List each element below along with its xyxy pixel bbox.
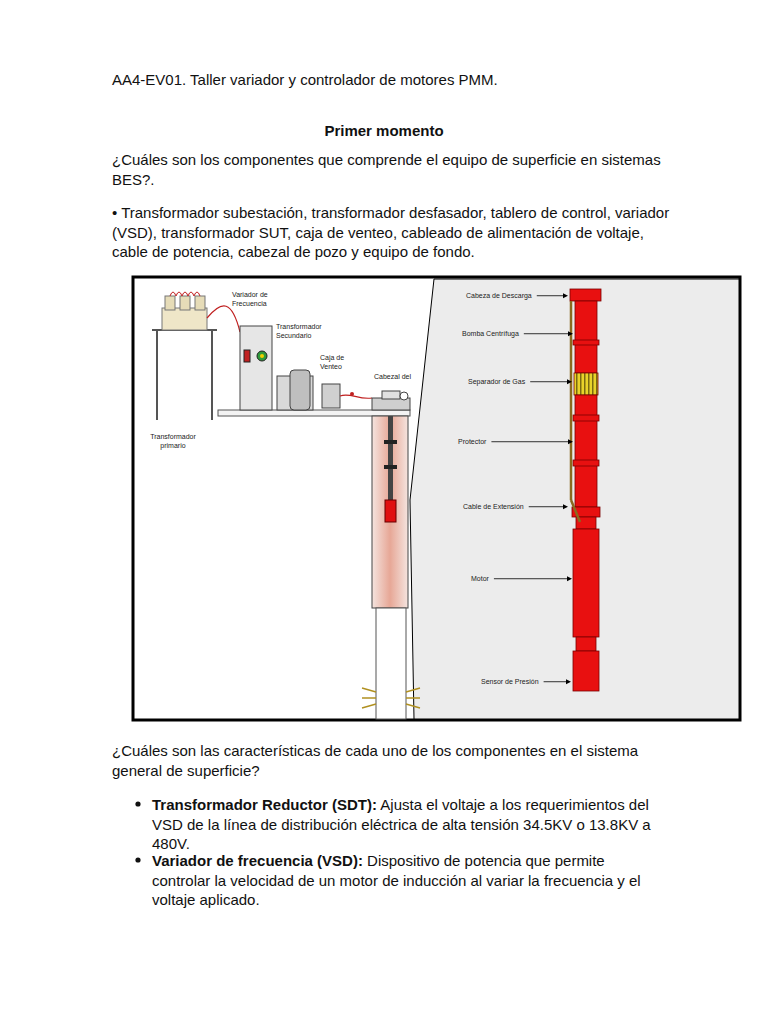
zoom-panel	[410, 279, 739, 719]
arrow-head	[567, 576, 572, 581]
part-label: Sensor de Presión	[481, 677, 539, 686]
leader-line	[524, 333, 569, 334]
vsd-cabinet	[240, 326, 272, 410]
arrow-head	[568, 439, 573, 444]
part-label: Bomba Centrífuga	[462, 329, 519, 338]
part-label: Caja de Venteo	[320, 353, 360, 372]
primary-transformer	[152, 292, 240, 420]
well-casing	[372, 416, 408, 608]
platform	[218, 410, 410, 416]
list-bullets	[135, 801, 140, 862]
part-label: Transformador Secundario	[276, 322, 346, 341]
term: Variador de frecuencia (VSD):	[152, 852, 363, 869]
leader-line	[530, 381, 568, 382]
section-heading: Primer momento	[112, 121, 656, 141]
answer-text: • Transformador subestación, transformad…	[112, 203, 672, 262]
leader-line	[491, 441, 569, 442]
secondary-transformer	[277, 370, 313, 410]
power-cable	[340, 395, 372, 398]
page-title: AA4-EV01. Taller variador y controlador …	[112, 70, 712, 90]
wellhead	[372, 391, 410, 410]
vent-box	[322, 384, 340, 408]
leader-line	[529, 506, 564, 507]
downhole-pump	[385, 500, 396, 522]
perforations	[362, 688, 420, 708]
callout-arrows	[491, 293, 573, 684]
question: ¿Cuáles son las características de cada …	[112, 741, 672, 780]
figure-frame	[133, 277, 740, 720]
arrow-head	[563, 293, 568, 298]
arrow-head	[568, 331, 573, 336]
arrow-head	[563, 504, 568, 509]
part-label: Protector	[458, 437, 486, 446]
part-label: Cable de Extensión	[463, 502, 524, 511]
part-label: Variador de Frecuencia	[232, 290, 284, 309]
leader-line	[537, 295, 564, 296]
open-hole	[376, 608, 406, 719]
arrow-head	[566, 679, 571, 684]
leader-line	[494, 578, 568, 579]
arrow-head	[567, 379, 572, 384]
part-label: Transformador primario	[138, 432, 208, 451]
bullet-item: Transformador Reductor (SDT): Ajusta el …	[152, 795, 664, 854]
leader-line	[544, 681, 567, 682]
tubing	[388, 416, 393, 502]
part-label: Motor	[471, 574, 489, 583]
term: Transformador Reductor (SDT):	[152, 796, 377, 813]
part-label: Cabezal del	[374, 372, 411, 381]
esp-string	[570, 289, 601, 691]
question: ¿Cuáles son los componentes que comprend…	[112, 150, 672, 189]
bullet-item: Variador de frecuencia (VSD): Dispositiv…	[152, 851, 664, 910]
part-label: Separador de Gas	[468, 377, 525, 386]
part-label: Cabeza de Descarga	[466, 291, 532, 300]
